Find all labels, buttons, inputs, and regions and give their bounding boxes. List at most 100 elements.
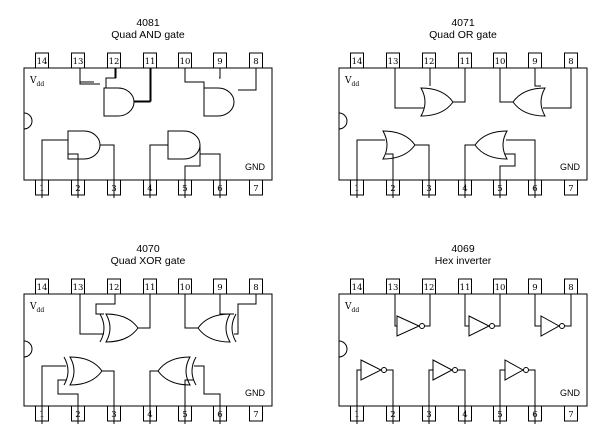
and-gate-icon <box>67 130 101 160</box>
pin-number: 12 <box>109 283 120 293</box>
vdd-label: Vdd <box>344 302 359 314</box>
pin-number: 14 <box>37 283 48 293</box>
chip-part-number: 4069 <box>451 243 475 255</box>
and-gate-icon <box>203 87 235 117</box>
chip-name: Quad AND gate <box>111 29 185 41</box>
pin-box <box>386 278 400 295</box>
notch-icon <box>338 340 348 358</box>
inverter-bubble-icon <box>523 367 529 373</box>
inverter-bubble-icon <box>489 323 495 329</box>
inverter-bubble-icon <box>419 323 425 329</box>
pin-number: 13 <box>388 57 399 67</box>
gnd-label: GND <box>560 162 581 172</box>
xor-gate-icon <box>105 313 139 343</box>
chip-body <box>23 67 273 181</box>
pin-number: 10 <box>495 283 506 293</box>
xor-gate-icon <box>197 313 231 343</box>
gnd-label: GND <box>245 388 266 398</box>
pin-number: 11 <box>460 57 471 67</box>
top-pin-row: 14 13 12 11 10 9 8 <box>35 278 263 295</box>
pin-box <box>71 278 85 295</box>
pin-number: 7 <box>568 184 573 194</box>
pin-box <box>564 405 578 422</box>
vdd-label: Vdd <box>29 76 44 88</box>
inverter-bubble-icon <box>452 367 458 373</box>
and-gate-icon <box>103 87 135 117</box>
pin-number: 11 <box>460 283 471 293</box>
chip-part-number: 4070 <box>136 243 160 255</box>
vdd-label: Vdd <box>344 76 359 88</box>
pin-number: 8 <box>568 283 573 293</box>
inverter-icon <box>540 315 561 337</box>
pin-number: 12 <box>424 57 435 67</box>
pin-box <box>71 52 85 69</box>
pin-number: 14 <box>352 283 363 293</box>
inverter-icon <box>504 359 525 381</box>
pin-number: 12 <box>424 283 435 293</box>
vdd-label: Vdd <box>29 302 44 314</box>
pin-number: 10 <box>495 57 506 67</box>
pin-box <box>386 52 400 69</box>
pin-number: 13 <box>388 283 399 293</box>
pin-box <box>249 179 263 196</box>
gnd-label: GND <box>245 162 266 172</box>
pin-box <box>107 52 121 69</box>
pin-number: 9 <box>217 57 222 67</box>
pin-box <box>350 52 364 69</box>
pin-number: 10 <box>180 283 191 293</box>
pin-number: 9 <box>532 57 537 67</box>
pin-box <box>350 278 364 295</box>
pin-box <box>249 405 263 422</box>
inverter-bubble-icon <box>559 323 565 329</box>
inverter-icon <box>360 359 383 381</box>
pin-box <box>564 179 578 196</box>
or-gate-icon <box>474 130 508 160</box>
notch-icon <box>338 112 348 130</box>
chip-body <box>23 293 273 407</box>
chip-name: Hex inverter <box>435 255 492 267</box>
xor-gate-icon <box>157 356 191 386</box>
pin-number: 8 <box>253 283 258 293</box>
pin-number: 9 <box>217 283 222 293</box>
xor-gate-icon <box>69 356 103 386</box>
pin-number: 14 <box>352 57 363 67</box>
pin-number: 8 <box>568 57 573 67</box>
pin-number: 11 <box>145 283 156 293</box>
gnd-label: GND <box>560 388 581 398</box>
chip-part-number: 4081 <box>136 17 160 29</box>
inverter-icon <box>432 359 454 381</box>
top-pin-row: 14 13 12 11 10 9 8 <box>350 52 578 69</box>
chip-name: Quad XOR gate <box>111 255 186 267</box>
pin-number: 13 <box>73 283 84 293</box>
pin-number: 12 <box>109 57 120 67</box>
pin-number: 13 <box>73 57 84 67</box>
pin-number: 14 <box>37 57 48 67</box>
chip-body <box>338 67 588 181</box>
pin-number: 11 <box>145 57 156 67</box>
notch-icon <box>23 340 33 358</box>
notch-icon <box>23 112 33 130</box>
and-gate-icon <box>167 130 201 160</box>
pin-number: 7 <box>568 410 573 420</box>
pin-number: 10 <box>180 57 191 67</box>
chip-name: Quad OR gate <box>429 29 497 41</box>
pin-number: 7 <box>253 184 258 194</box>
pin-box <box>422 52 436 69</box>
pin-box <box>422 278 436 295</box>
or-gate-icon <box>382 130 416 160</box>
or-gate-icon <box>420 87 454 117</box>
pin-box <box>35 52 49 69</box>
pin-box <box>35 278 49 295</box>
inverter-bubble-icon <box>381 367 387 373</box>
